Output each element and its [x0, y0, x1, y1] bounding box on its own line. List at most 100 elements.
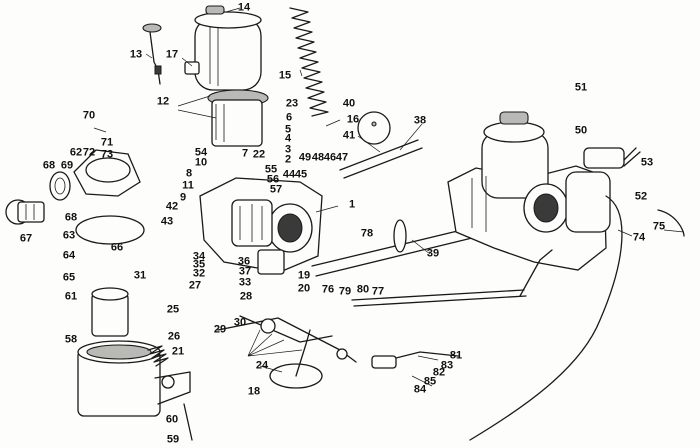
- part-label: 24: [255, 359, 269, 372]
- part-label: 21: [171, 345, 185, 358]
- part-label: 67: [19, 232, 33, 245]
- part-label: 23: [285, 97, 299, 110]
- part-label: 30: [233, 316, 247, 329]
- part-label: 5: [284, 123, 292, 136]
- part-label: 56: [266, 173, 280, 186]
- jet-drawing: [183, 403, 193, 441]
- part-label: 36: [237, 255, 251, 268]
- part-label: 63: [62, 229, 76, 242]
- part-label: 27: [188, 279, 202, 292]
- part-label: 22: [252, 148, 266, 161]
- part-label: 13: [129, 48, 143, 61]
- return-pipe-drawing: [469, 195, 623, 441]
- part-label: 3: [284, 143, 292, 156]
- left-carburettor-body: [199, 177, 323, 275]
- part-label: 54: [194, 146, 208, 159]
- part-label: 10: [194, 156, 208, 169]
- cap-drawing: [357, 111, 391, 145]
- part-label: 2: [284, 153, 292, 166]
- part-label: 33: [238, 276, 252, 289]
- part-label: 16: [346, 113, 360, 126]
- part-label: 52: [634, 190, 648, 203]
- part-label: 34: [192, 250, 206, 263]
- damper-drawing: [142, 23, 162, 85]
- air-cleaner-drawing: [184, 5, 262, 91]
- part-label: 35: [192, 258, 206, 271]
- part-label: 76: [321, 283, 335, 296]
- part-label: 25: [166, 303, 180, 316]
- part-label: 15: [278, 69, 292, 82]
- vent-pipe-drawing: [657, 209, 685, 237]
- part-label: 48: [311, 151, 325, 164]
- banjo-bolt-drawing: [5, 199, 45, 225]
- piston-spring-drawing: [289, 7, 329, 117]
- part-label: 44: [282, 168, 296, 181]
- needle-spring-drawing: [147, 345, 169, 367]
- part-label: 68: [42, 159, 56, 172]
- part-label: 57: [269, 183, 283, 196]
- part-label: 12: [156, 95, 170, 108]
- part-label: 43: [160, 215, 174, 228]
- part-label: 26: [167, 330, 181, 343]
- dashpot-drawing: [207, 89, 269, 147]
- part-label: 47: [335, 151, 349, 164]
- part-label: 38: [413, 114, 427, 127]
- part-label: 81: [449, 349, 463, 362]
- part-label: 39: [426, 247, 440, 260]
- part-label: 71: [100, 136, 114, 149]
- part-label: 75: [652, 220, 666, 233]
- part-label: 6: [285, 111, 293, 124]
- part-label: 19: [297, 269, 311, 282]
- part-label: 84: [413, 383, 427, 396]
- part-label: 11: [182, 179, 194, 192]
- float-chamber-drawing: [77, 287, 191, 417]
- part-label: 82: [432, 366, 446, 379]
- part-label: 78: [360, 227, 374, 240]
- part-label: 73: [100, 148, 114, 161]
- spindle-drawing: [311, 139, 473, 277]
- part-label: 64: [62, 249, 76, 262]
- part-label: 31: [133, 269, 147, 282]
- part-label: 1: [348, 198, 356, 211]
- part-label: 14: [237, 1, 251, 14]
- part-label: 17: [165, 48, 179, 61]
- part-label: 7: [241, 147, 249, 160]
- part-label: 62: [69, 146, 83, 159]
- part-label: 8: [185, 167, 193, 180]
- part-label: 42: [165, 200, 179, 213]
- part-label: 59: [166, 433, 180, 446]
- throttle-linkage-drawing: [217, 315, 357, 389]
- part-label: 70: [82, 109, 96, 122]
- part-label: 83: [440, 359, 454, 372]
- part-label: 41: [342, 129, 356, 142]
- part-label: 66: [110, 241, 124, 254]
- part-label: 74: [632, 231, 646, 244]
- part-label: 50: [574, 124, 588, 137]
- part-label: 69: [60, 159, 74, 172]
- part-label: 46: [323, 151, 337, 164]
- part-label: 40: [342, 97, 356, 110]
- part-label: 72: [82, 146, 96, 159]
- part-label: 29: [213, 323, 227, 336]
- part-label: 4: [284, 132, 292, 145]
- right-carburettor-assembly: [447, 111, 641, 271]
- part-label: 9: [179, 191, 187, 204]
- part-label: 28: [239, 290, 253, 303]
- part-label: 58: [64, 333, 78, 346]
- part-label: 61: [64, 290, 78, 303]
- part-label: 68: [64, 211, 78, 224]
- part-label: 55: [264, 163, 278, 176]
- part-label: 49: [298, 151, 312, 164]
- part-label: 32: [192, 267, 206, 280]
- part-label: 85: [423, 375, 437, 388]
- float-lid-drawing: [49, 149, 141, 201]
- part-label: 79: [338, 285, 352, 298]
- part-label: 77: [371, 285, 385, 298]
- part-label: 53: [640, 156, 654, 169]
- part-label: 37: [238, 265, 252, 278]
- gasket-ring-drawing: [75, 215, 145, 245]
- part-label: 18: [247, 385, 261, 398]
- part-label: 80: [356, 283, 370, 296]
